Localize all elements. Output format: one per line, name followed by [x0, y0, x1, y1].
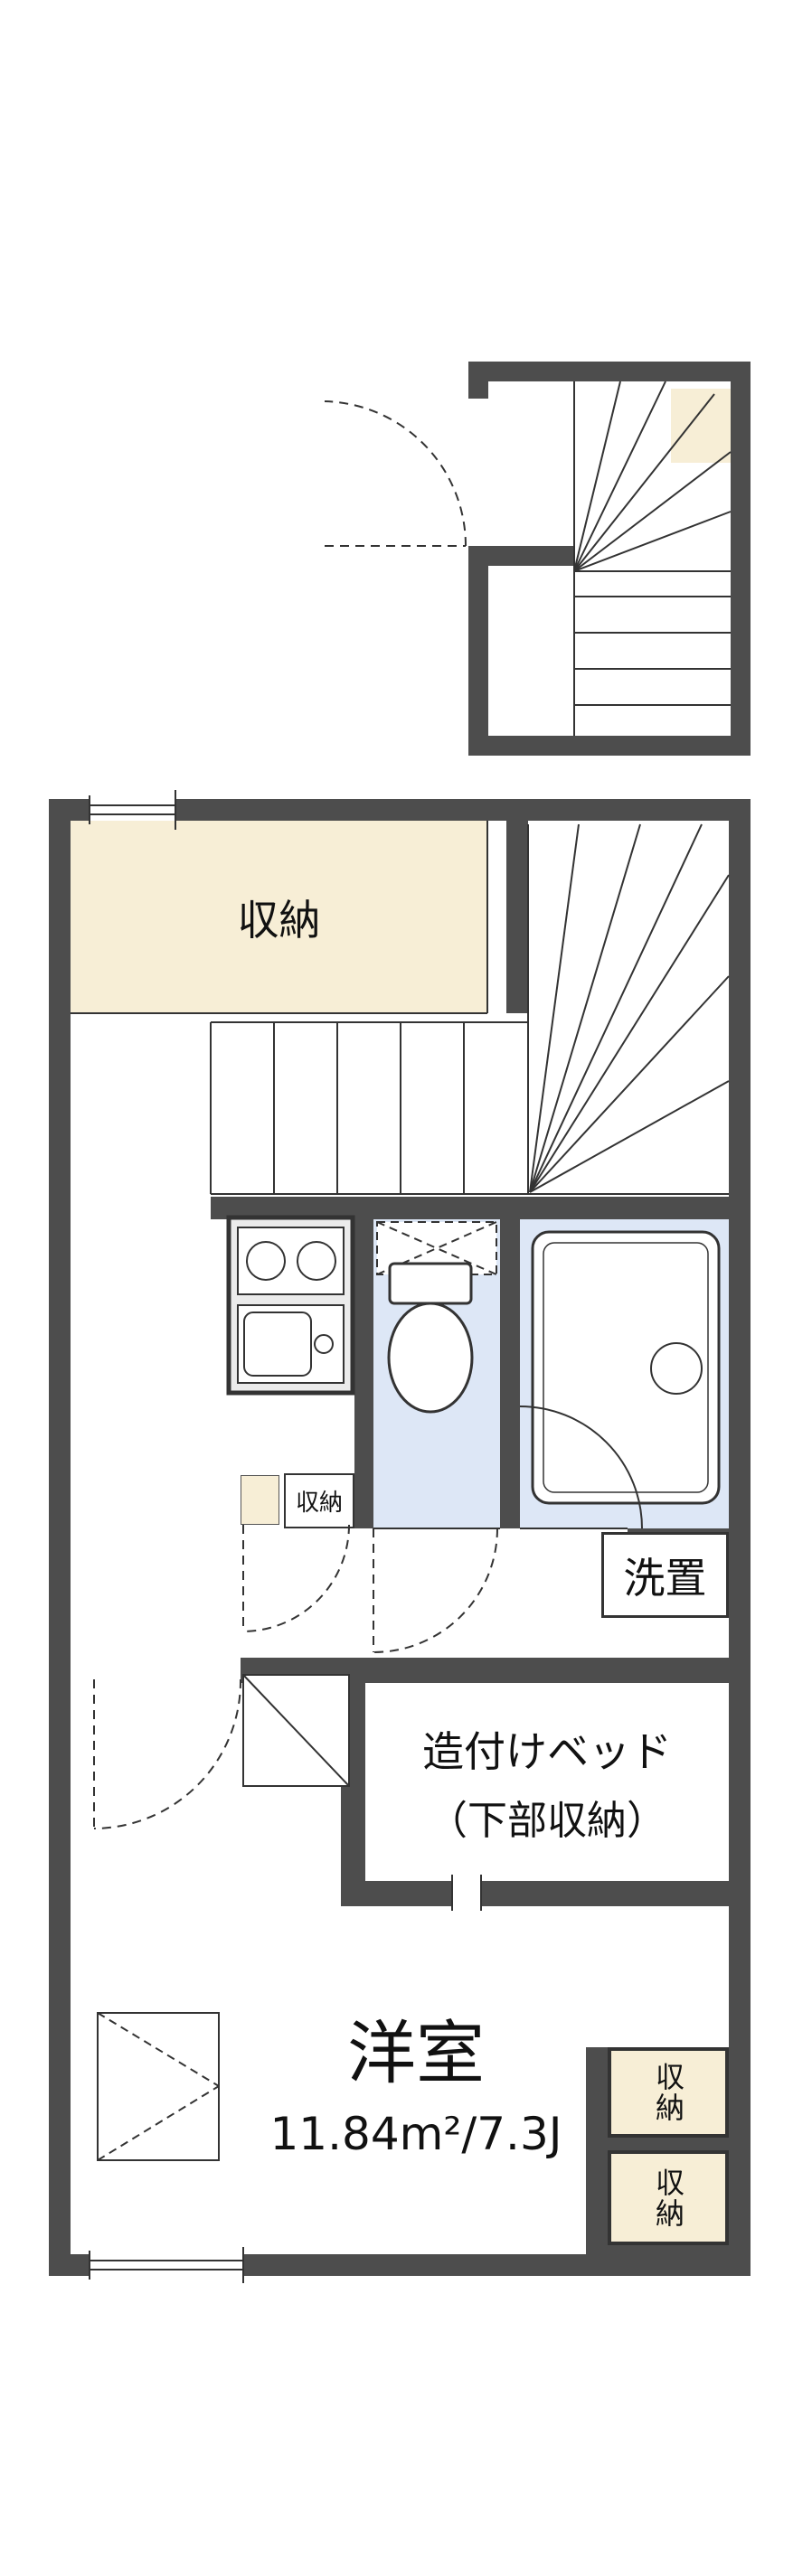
built-in-bed-label: 造付けベッド （下部収納）: [365, 1683, 729, 1881]
upper-room-wall-left-lower: [468, 546, 488, 756]
right-storage-upper-label: 収納: [651, 2062, 685, 2123]
kitchen-unit: [226, 1215, 355, 1396]
toilet-room: [373, 1219, 500, 1528]
hall-storage-cream: [241, 1475, 279, 1525]
entry-door-arc: [93, 1678, 242, 1829]
stairwell-wall: [506, 821, 528, 1013]
burner-icon: [297, 1241, 336, 1281]
bed-top-wall: [241, 1658, 729, 1683]
burner-icon: [246, 1241, 286, 1281]
bed-bottom-wall: [341, 1881, 729, 1906]
kitchen-toilet-wall: [354, 1219, 373, 1528]
washer-place-box: [601, 1532, 729, 1618]
right-storage-divider: [608, 2138, 729, 2150]
storage-top-area: [71, 821, 487, 1013]
wet-area-top-wall: [211, 1197, 729, 1219]
built-in-bed-line1: 造付けベッド: [422, 1726, 672, 1776]
upper-room-closet: [671, 389, 731, 463]
main-room-area: 11.84m²/7.3J: [269, 2108, 562, 2160]
washer-place-label: 洗置: [623, 1553, 707, 1603]
bath-room: [520, 1219, 729, 1528]
main-wall-right: [729, 799, 751, 2276]
faucet-icon: [314, 1334, 334, 1354]
window-bottom: [90, 2254, 243, 2276]
hall-storage-door-arc: [242, 1524, 350, 1632]
kitchen-storage-label: 収納: [295, 1490, 343, 1517]
upper-room-wall-right: [731, 362, 751, 756]
right-storage-box-upper: [608, 2047, 729, 2138]
main-room-name: 洋室: [347, 2013, 485, 2093]
main-wall-left: [49, 799, 71, 2276]
bed-left-wall: [341, 1683, 365, 1881]
toilet-bath-wall: [500, 1219, 520, 1528]
right-storage-box-lower: [608, 2150, 729, 2245]
right-storage-left-wall: [586, 2047, 608, 2254]
built-in-bed-line2: （下部収納）: [428, 1797, 666, 1844]
upper-room-wall-top: [468, 362, 751, 381]
toilet-door-arc: [373, 1528, 500, 1653]
window-top: [90, 799, 175, 821]
upper-room-wall-left-stub: [468, 362, 488, 399]
upper-room-wall-inner-stub: [468, 546, 574, 566]
right-storage-lower-label: 収納: [651, 2167, 685, 2229]
entry-counter: [242, 1674, 350, 1787]
upper-room-door-arc: [324, 400, 467, 547]
storage-top-label: 収納: [237, 895, 321, 945]
sink-icon: [243, 1312, 312, 1377]
upper-room-wall-bottom: [468, 736, 751, 756]
right-storage-bottom-filler: [608, 2245, 729, 2254]
